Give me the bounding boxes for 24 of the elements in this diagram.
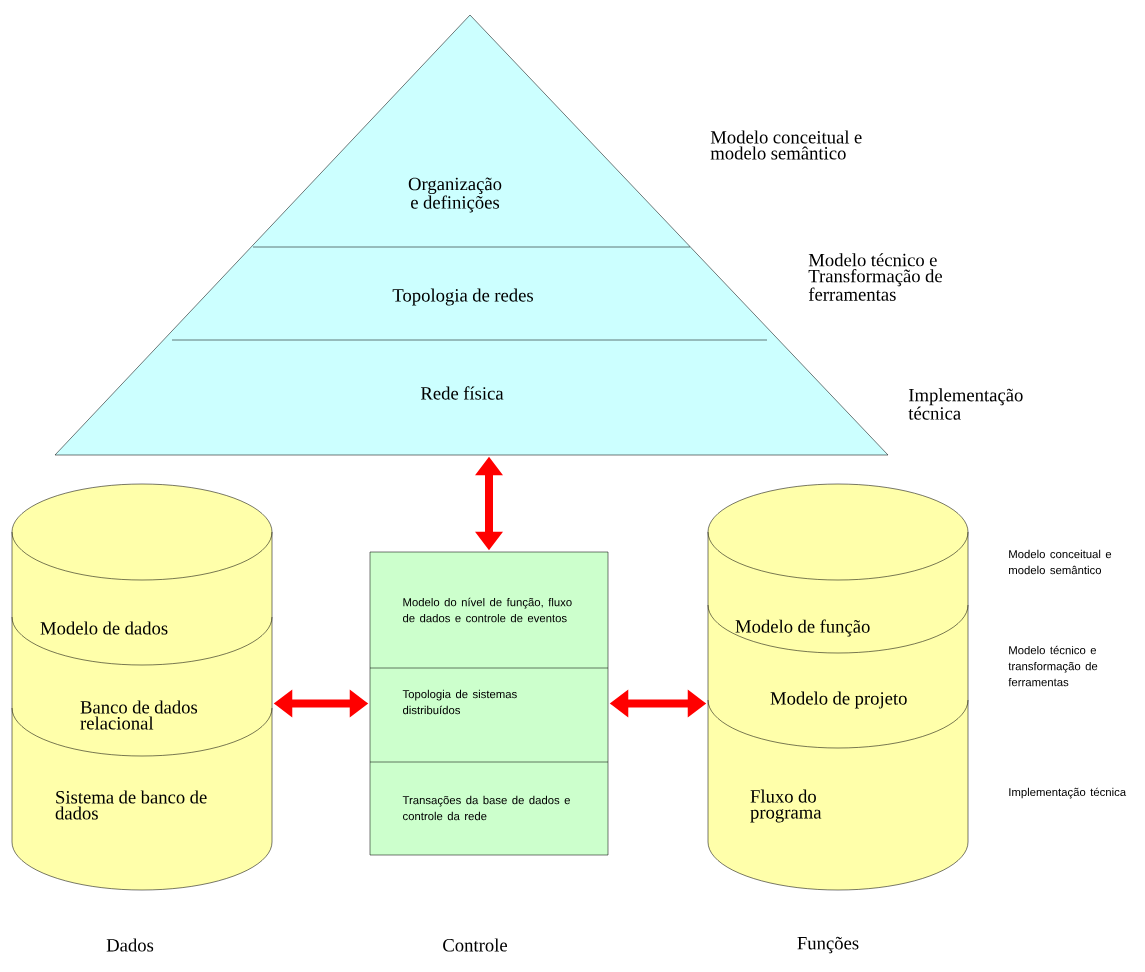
column-title: Funções xyxy=(797,936,859,954)
level-label: Modelo conceitual e modelo semântico xyxy=(1009,549,1112,575)
layer-label: Modelo do nível de função, fluxo de dados e controle de eventos xyxy=(403,597,572,623)
layer-label: Modelo de dados xyxy=(40,621,168,635)
layer-label: Banco de dados relacional xyxy=(80,700,198,730)
column-title: Dados xyxy=(106,938,154,952)
layer-label: Modelo de função xyxy=(735,619,870,637)
level-label: Modelo técnico e Transformação de ferramentas xyxy=(808,253,942,301)
layer-label: Topologia de sistemas distribuídos xyxy=(402,689,517,715)
level-label: Modelo técnico e transformação de ferramentas xyxy=(1008,645,1098,687)
cylinder xyxy=(707,483,969,891)
layer-label: Sistema de banco de dados xyxy=(55,790,207,820)
layer-label: Fluxo do programa xyxy=(750,789,822,823)
level-label: Implementação técnica xyxy=(1009,787,1127,799)
column-title: Controle xyxy=(443,938,507,952)
cylinder xyxy=(11,483,273,891)
level-label: Implementação técnica xyxy=(908,388,1023,420)
layer-label: Rede física xyxy=(420,386,504,400)
layer-label: Modelo de projeto xyxy=(770,691,907,709)
layer-label: Organização e definições xyxy=(408,177,502,213)
layer-label: Topologia de redes xyxy=(392,288,533,306)
level-label: Modelo conceitual e modelo semântico xyxy=(710,130,862,160)
control-box xyxy=(369,551,609,856)
layer-label: Transações da base de dados e controle da rede xyxy=(402,795,570,821)
